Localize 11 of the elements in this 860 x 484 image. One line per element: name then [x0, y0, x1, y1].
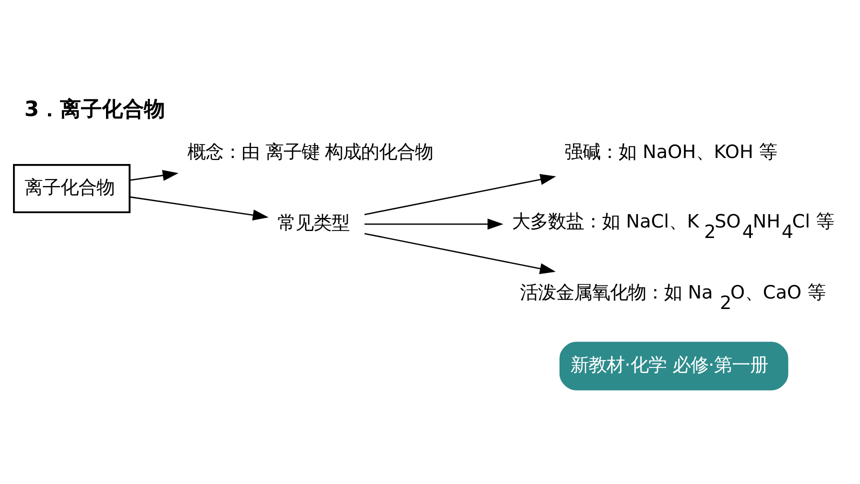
diagram-title: 3．离子化合物 [24, 96, 166, 121]
arrow [130, 196, 269, 220]
arrow [364, 218, 504, 230]
node-text: 概念：由 离子键 构成的化合物 [187, 141, 434, 162]
node-box: 离子化合物 [13, 164, 131, 213]
arrow [130, 169, 178, 180]
node-text: 常见类型 [278, 212, 350, 234]
node-text: 强碱：如 NaOH、KOH 等 [564, 141, 778, 162]
arrow [364, 232, 556, 274]
arrow [364, 174, 556, 215]
label: 新教材·化学 必修·第一册 [570, 354, 768, 376]
